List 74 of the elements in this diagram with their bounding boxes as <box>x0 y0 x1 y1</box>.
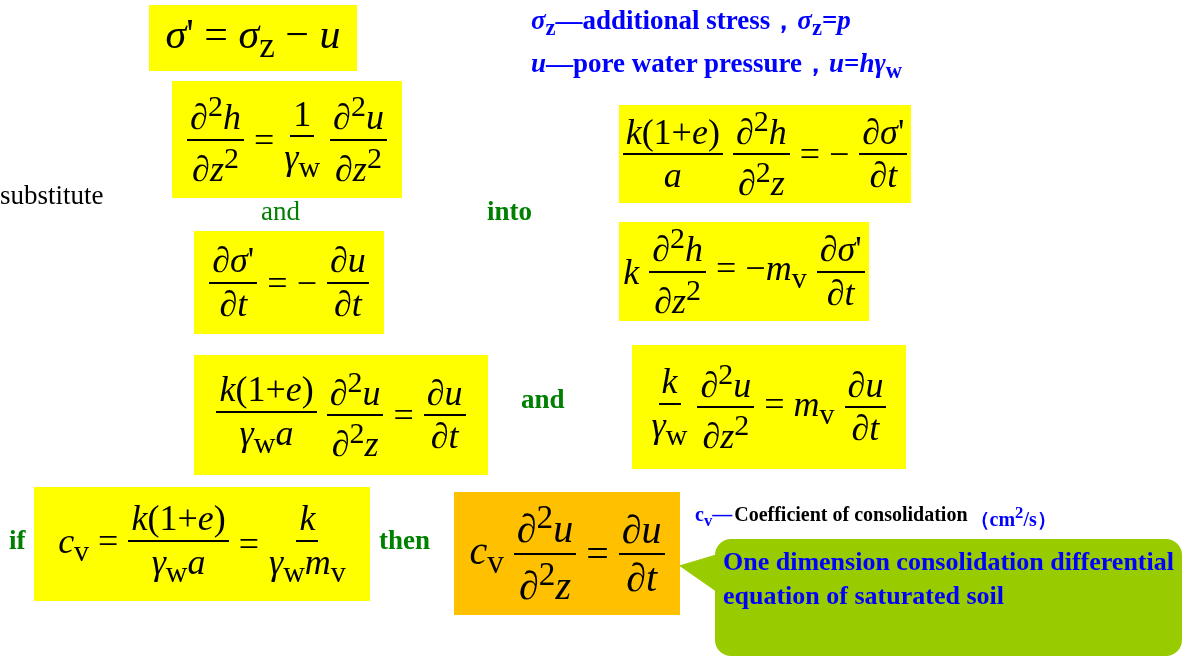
fraction-numerator: ∂σ' <box>859 111 908 155</box>
equation-box <box>632 345 906 469</box>
fraction-denominator: γ$_{w}$ <box>651 404 688 453</box>
annotation-text: then <box>379 525 430 556</box>
fraction-denominator: γ$_{w}$a <box>151 541 206 590</box>
fraction-numerator: k(1+e) <box>128 498 229 542</box>
fraction-denominator: ∂z$^{2}$ <box>335 140 382 190</box>
fraction-numerator: ∂σ' <box>816 229 865 273</box>
annotation-text: σ$_{z}$—additional stress，σ$_{z}$=p <box>531 4 851 42</box>
fraction-numerator: ∂u <box>844 364 887 408</box>
fraction-numerator: k(1+e) <box>216 369 317 413</box>
annotation-text: and <box>261 196 300 227</box>
fraction-numerator: 1 <box>290 93 315 138</box>
fraction-denominator: γ$_{w}$m$_{v}$ <box>269 541 346 590</box>
equation-box <box>149 5 357 71</box>
fraction-numerator: ∂$^{2}$h <box>187 89 244 141</box>
equation-box <box>194 355 488 475</box>
equation-term: = m$_{v}$ <box>764 382 835 432</box>
equation-term: = −m$_{v}$ <box>716 247 807 296</box>
fraction-numerator: ∂$^{2}$h <box>649 221 707 273</box>
equation-box <box>619 222 869 321</box>
equation-term: c$_{v}$ <box>469 526 504 581</box>
fraction-denominator: ∂t <box>219 283 248 325</box>
equation-box <box>194 231 384 334</box>
fraction-denominator: ∂t <box>851 408 880 450</box>
fraction-denominator: ∂$^{2}$z <box>519 554 572 609</box>
fraction-denominator: ∂t <box>626 554 658 601</box>
fraction-numerator: k <box>658 361 681 405</box>
fraction-denominator: a <box>663 155 682 197</box>
fraction-numerator: ∂$^{2}$u <box>697 356 755 408</box>
equation-term: = <box>253 118 275 161</box>
equation-term: = − <box>267 261 317 304</box>
fraction-denominator: ∂$^{2}$z <box>737 155 785 205</box>
fraction-denominator: ∂t <box>430 416 459 458</box>
annotation-text: c$_{v}$— <box>695 503 733 531</box>
equation-box <box>619 105 911 203</box>
equation-box <box>34 487 370 601</box>
annotation-text: u—pore water pressure，u=hγ$_{w}$ <box>531 47 902 85</box>
fraction-denominator: ∂t <box>869 155 898 197</box>
annotation-text: into <box>487 196 532 227</box>
equation-term: = <box>393 394 414 436</box>
fraction-numerator: ∂$^{2}$h <box>732 103 790 155</box>
fraction-denominator: ∂t <box>333 283 362 325</box>
annotation-text: Coefficient of consolidation <box>734 503 968 526</box>
fraction-numerator: ∂u <box>618 506 665 555</box>
fraction-denominator: ∂$^{2}$z <box>331 416 379 466</box>
fraction-denominator: ∂z$^{2}$ <box>192 140 239 190</box>
annotation-text: and <box>521 384 565 415</box>
equation-box <box>172 81 402 198</box>
fraction-denominator: ∂z$^{2}$ <box>702 408 750 458</box>
fraction-denominator: γ$_{w}$a <box>239 412 294 461</box>
fraction-numerator: ∂$^{2}$u <box>326 364 384 416</box>
equation-term: σ' = σ$_{z}$ − u <box>165 9 341 67</box>
fraction-numerator: ∂u <box>326 240 369 284</box>
equation-term: = <box>238 523 259 565</box>
annotation-text: if <box>9 525 26 556</box>
annotation-text: （cm$^{2}$/s） <box>969 503 1057 532</box>
fraction-denominator: γ$_{w}$ <box>284 137 321 186</box>
equation-term: c$_{v}$ = <box>58 519 119 569</box>
fraction-numerator: ∂$^{2}$u <box>513 498 577 555</box>
fraction-numerator: k(1+e) <box>622 111 723 155</box>
fraction-denominator: ∂t <box>826 272 855 314</box>
fraction-numerator: k <box>296 498 319 542</box>
equation-term: = − <box>799 133 850 175</box>
callout-bubble: One dimension consolidation differential equation of saturated soil <box>715 539 1182 656</box>
callout-pointer <box>679 554 717 592</box>
annotation-text: substitute <box>0 180 104 211</box>
fraction-numerator: ∂σ' <box>209 240 258 284</box>
fraction-numerator: ∂u <box>423 372 466 416</box>
equation-term: = <box>586 530 609 577</box>
fraction-denominator: ∂z$^{2}$ <box>654 272 702 322</box>
equation-box <box>454 492 680 615</box>
fraction-numerator: ∂$^{2}$u <box>330 89 387 141</box>
equation-term: k <box>623 250 640 293</box>
